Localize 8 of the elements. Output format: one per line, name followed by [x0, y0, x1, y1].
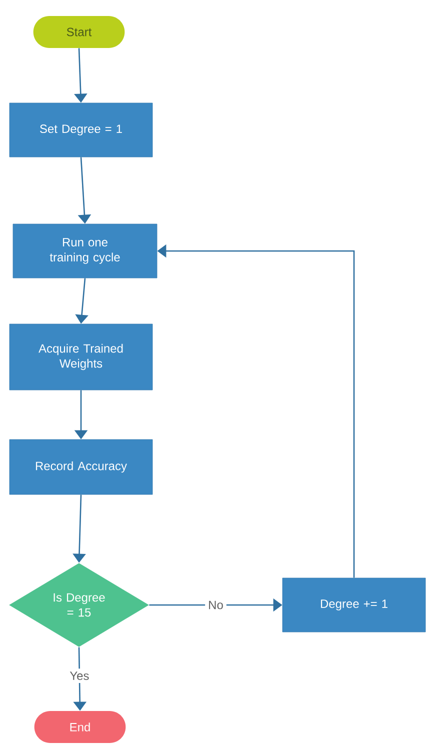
process-box: Record Accuracy	[9, 439, 153, 495]
process-box: Acquire Trained Weights	[9, 324, 153, 390]
edge-label: No	[205, 598, 226, 612]
end-terminal: End	[34, 711, 126, 743]
process-box: Run one training cycle	[12, 224, 158, 278]
edge-label: Yes	[66, 668, 92, 683]
process-box: Degree += 1	[282, 578, 426, 632]
process-box: Set Degree = 1	[9, 102, 153, 158]
